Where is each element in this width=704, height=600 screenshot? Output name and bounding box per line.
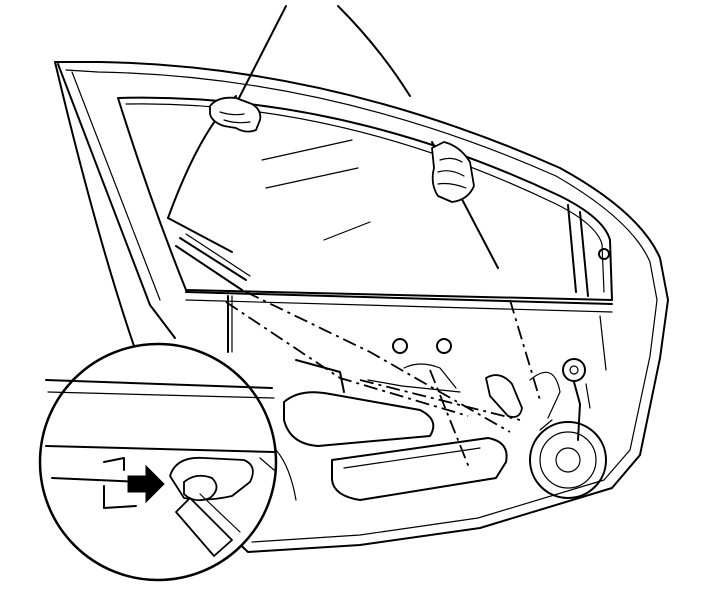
lifting-straps	[237, 5, 411, 101]
left-hand	[209, 96, 262, 133]
door-lock	[562, 358, 591, 441]
window-frame	[117, 96, 613, 313]
direction-arrow	[127, 464, 165, 504]
regulator-path	[225, 291, 541, 471]
door-speaker	[529, 419, 607, 499]
detail-callout	[38, 342, 278, 582]
inner-panel-details	[227, 248, 610, 501]
glass-guide-rail	[175, 233, 251, 291]
right-hand	[431, 141, 475, 203]
